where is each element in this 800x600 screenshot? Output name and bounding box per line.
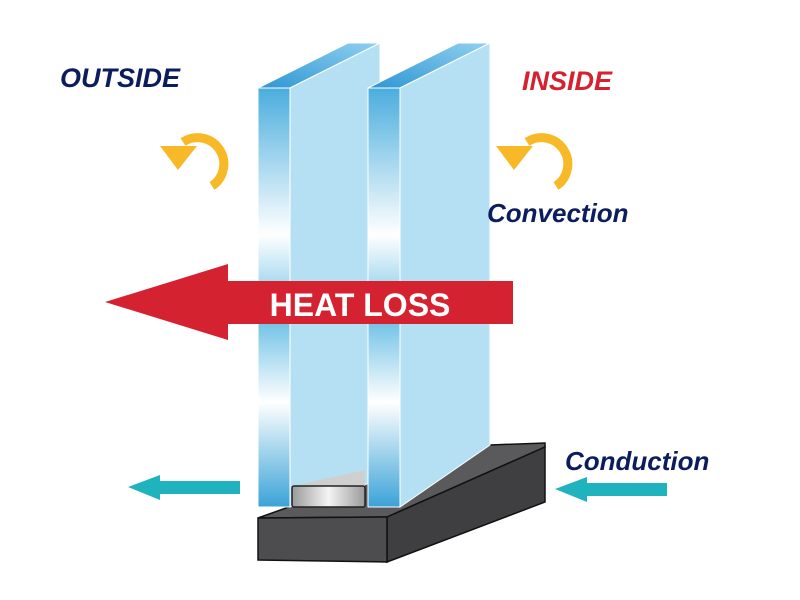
conduction-out-arrow-icon [128,475,240,500]
heat-loss-arrow-icon [105,264,513,340]
glass-pane-inner [367,42,491,508]
glass-pane-outer [257,42,381,508]
convection-label: Convection [487,198,629,228]
conduction-in-arrow-icon [555,477,667,502]
outside-label: OUTSIDE [60,63,181,93]
heat-loss-label: HEAT LOSS [270,287,451,323]
outside-convection-icon [160,133,229,190]
inside-convection-icon [496,133,573,190]
inside-label: INSIDE [522,66,613,96]
conduction-label: Conduction [565,446,709,476]
spacer-bar [291,470,366,508]
